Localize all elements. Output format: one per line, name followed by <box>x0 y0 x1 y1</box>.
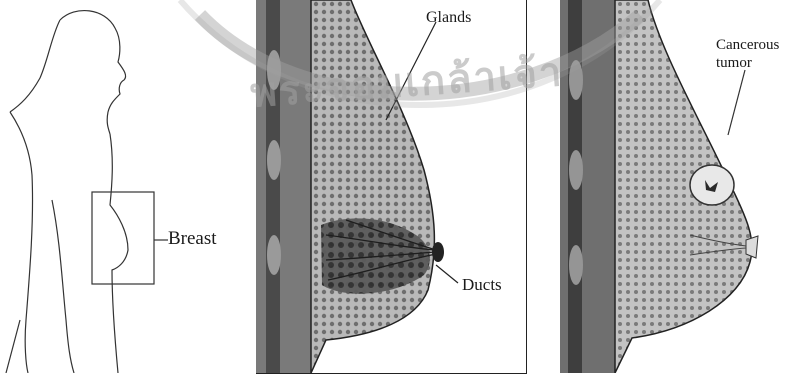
tumor-mass <box>690 165 734 205</box>
tumor-label-line2: tumor <box>716 56 752 71</box>
tumor-label-line1: Cancerous <box>716 38 779 53</box>
woman-silhouette-icon <box>0 0 250 373</box>
breast-label: Breast <box>168 229 217 248</box>
breast-cross-section-icon <box>256 0 526 373</box>
glands-label: Glands <box>426 10 471 26</box>
breast-highlight-box <box>92 192 154 284</box>
woman-silhouette-panel <box>0 0 250 373</box>
tumor-cross-section-panel <box>560 0 806 373</box>
ducts-label: Ducts <box>462 276 502 293</box>
tumor-cross-section-icon <box>560 0 806 373</box>
breast-cross-section-panel <box>256 0 527 374</box>
